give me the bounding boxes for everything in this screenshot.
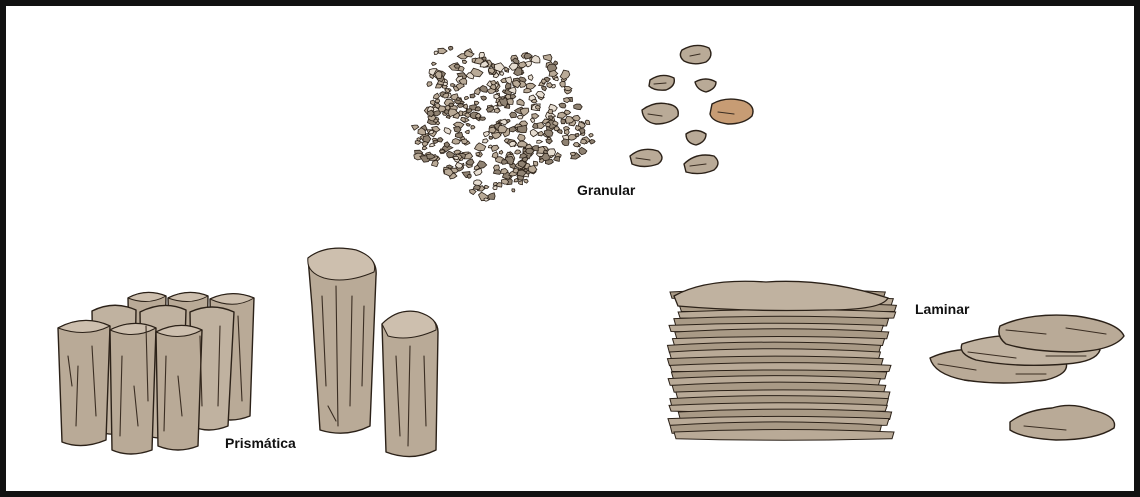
laminar-illustration	[6, 6, 1140, 497]
laminar-loose-plates	[930, 315, 1124, 440]
label-granular: Granular	[577, 182, 635, 198]
laminar-stack	[667, 281, 896, 440]
laminar-top-plate	[674, 281, 888, 310]
laminar-layer	[674, 429, 894, 440]
label-prismatica: Prismática	[225, 435, 296, 451]
label-laminar: Laminar	[915, 301, 969, 317]
laminar-plate	[1010, 405, 1115, 440]
